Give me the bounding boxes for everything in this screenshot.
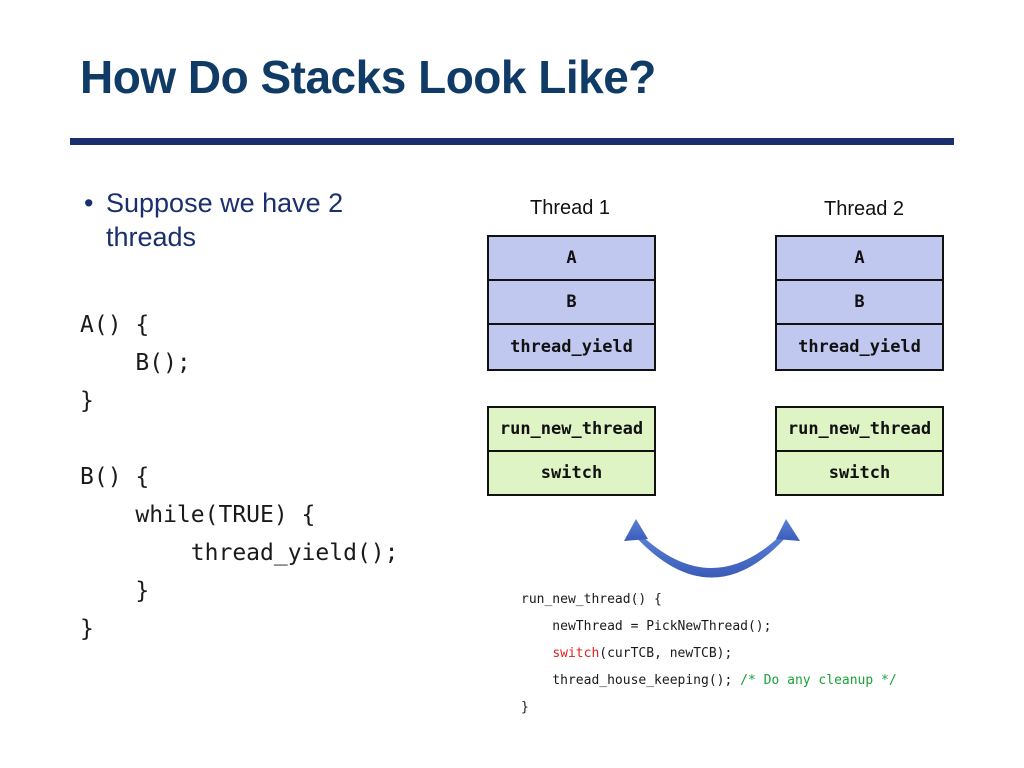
context-switch-arrow-icon	[624, 519, 800, 578]
fn-code-line: }	[521, 700, 529, 715]
stack-frame: switch	[777, 452, 942, 494]
stack-frame: run_new_thread	[777, 408, 942, 452]
stack-frame: A	[777, 237, 942, 281]
stack-frame: A	[489, 237, 654, 281]
code-line: }	[80, 578, 150, 604]
bullet-icon: •	[84, 188, 94, 218]
code-line: }	[80, 616, 94, 642]
thread1-upper-stack: A B thread_yield	[487, 235, 656, 371]
code-line: A() {	[80, 312, 150, 338]
cleanup-comment: /* Do any cleanup */	[740, 673, 897, 688]
switch-args: (curTCB, newTCB);	[599, 646, 733, 661]
thread1-label: Thread 1	[530, 197, 611, 219]
housekeeping-call: thread_house_keeping();	[521, 673, 741, 688]
fn-code-line: thread_house_keeping(); /* Do any cleanu…	[521, 673, 897, 688]
code-line: B();	[80, 350, 191, 376]
fn-code-line: run_new_thread() {	[521, 592, 662, 607]
code-line: }	[80, 388, 94, 414]
code-line: thread_yield();	[80, 540, 399, 566]
fn-code-line: newThread = PickNewThread();	[521, 619, 772, 634]
stack-frame: switch	[489, 452, 654, 494]
switch-keyword: switch	[552, 646, 600, 661]
code-line: B() {	[80, 464, 150, 490]
thread2-label: Thread 2	[824, 198, 905, 220]
thread2-lower-stack: run_new_thread switch	[775, 406, 944, 496]
fn-code-line: switch(curTCB, newTCB);	[521, 646, 732, 661]
stack-frame: thread_yield	[777, 325, 942, 369]
stack-frame: B	[777, 281, 942, 325]
title-divider	[70, 138, 954, 145]
thread2-upper-stack: A B thread_yield	[775, 235, 944, 371]
code-line: while(TRUE) {	[80, 502, 316, 528]
stack-frame: run_new_thread	[489, 408, 654, 452]
bullet-text: Suppose we have 2 threads	[106, 188, 344, 252]
slide-title: How Do Stacks Look Like?	[80, 51, 656, 103]
thread1-lower-stack: run_new_thread switch	[487, 406, 656, 496]
stack-frame: B	[489, 281, 654, 325]
stack-frame: thread_yield	[489, 325, 654, 369]
